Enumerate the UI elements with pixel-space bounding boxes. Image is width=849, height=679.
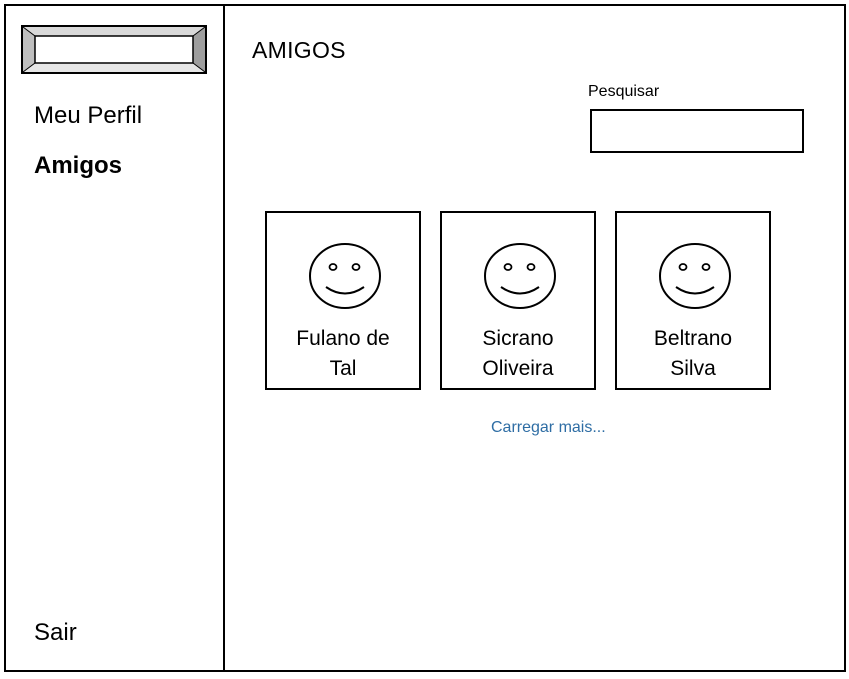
- friend-name-line-2: Oliveira: [482, 357, 554, 380]
- friend-name-line-1: Fulano de: [296, 327, 390, 350]
- friend-name-line-1: Sicrano: [482, 327, 554, 350]
- friend-name: Beltrano Silva: [621, 324, 765, 384]
- friend-card[interactable]: Beltrano Silva: [615, 211, 771, 390]
- smiley-face-icon: [483, 242, 557, 310]
- search-input[interactable]: [590, 109, 804, 153]
- friend-card[interactable]: Fulano de Tal: [265, 211, 421, 390]
- friend-card[interactable]: Sicrano Oliveira: [440, 211, 596, 390]
- page-title: AMIGOS: [252, 37, 346, 63]
- friend-name-line-1: Beltrano: [653, 327, 733, 350]
- sidebar-item-friends[interactable]: Amigos: [34, 152, 123, 179]
- logout-link[interactable]: Sair: [34, 619, 77, 646]
- sidebar-item-profile[interactable]: Meu Perfil: [34, 102, 143, 129]
- search-label: Pesquisar: [588, 83, 660, 100]
- app-window: Meu Perfil Amigos Sair AMIGOS Pesquisar …: [4, 4, 846, 672]
- logo-placeholder[interactable]: [21, 25, 207, 74]
- main-content: AMIGOS Pesquisar Fulano de Tal: [225, 6, 844, 670]
- smiley-face-icon: [658, 242, 732, 310]
- sidebar: Meu Perfil Amigos Sair: [6, 6, 225, 670]
- smiley-face-icon: [308, 242, 382, 310]
- friend-name: Fulano de Tal: [271, 324, 415, 384]
- friend-name-line-2: Tal: [329, 357, 357, 380]
- friend-name: Sicrano Oliveira: [446, 324, 590, 384]
- load-more-link[interactable]: Carregar mais...: [491, 419, 606, 436]
- friend-name-line-2: Silva: [670, 357, 716, 380]
